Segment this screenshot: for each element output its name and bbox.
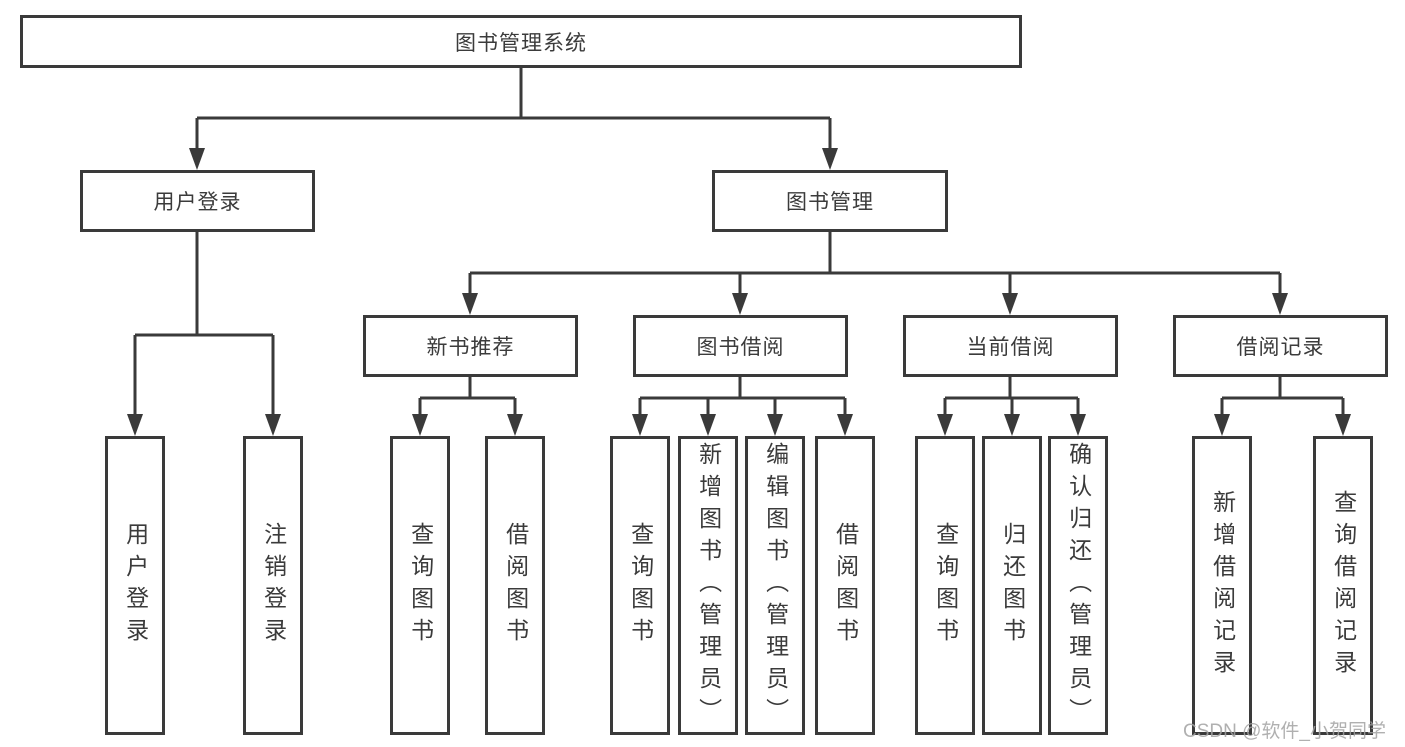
node-label: 新增图书（管理员） [695,441,722,730]
node-label: 新书推荐 [426,336,515,359]
node-label: 借阅图书 [832,521,859,650]
leaf-add-books-admin: 新增图书（管理员） [678,436,738,735]
leaf-borrow-books-recommend: 借阅图书 [485,436,545,735]
node-label: 归还图书 [999,521,1026,650]
node-label: 查询图书 [407,521,434,650]
node-label: 确认归还（管理员） [1065,441,1092,730]
node-current-borrowing: 当前借阅 [903,315,1118,377]
node-label: 编辑图书（管理员） [762,441,789,730]
leaf-query-borrow-record: 查询借阅记录 [1313,436,1373,735]
leaf-return-books: 归还图书 [982,436,1042,735]
leaf-borrow-books: 借阅图书 [815,436,875,735]
node-label: 图书管理系统 [455,31,587,55]
leaf-query-books-recommend: 查询图书 [390,436,450,735]
node-new-book-recommendation: 新书推荐 [363,315,578,377]
node-label: 借阅图书 [502,521,529,650]
node-label: 借阅记录 [1236,336,1325,359]
node-label: 用户登录 [153,191,242,214]
node-book-borrowing: 图书借阅 [633,315,848,377]
leaf-edit-books-admin: 编辑图书（管理员） [745,436,805,735]
leaf-confirm-return-admin: 确认归还（管理员） [1048,436,1108,735]
node-label: 当前借阅 [966,336,1055,359]
node-library-management-system: 图书管理系统 [20,15,1022,68]
node-label: 用户登录 [122,521,149,650]
node-label: 新增借阅记录 [1209,489,1236,682]
node-book-management: 图书管理 [712,170,948,232]
node-label: 图书管理 [786,191,874,214]
node-label: 注销登录 [260,521,287,650]
node-borrowing-records: 借阅记录 [1173,315,1388,377]
node-label: 查询图书 [627,521,654,650]
leaf-logout: 注销登录 [243,436,303,735]
leaf-query-books-borrowing: 查询图书 [610,436,670,735]
leaf-query-books-current: 查询图书 [915,436,975,735]
node-label: 图书借阅 [696,336,785,359]
node-user-login-branch: 用户登录 [80,170,315,232]
leaf-user-login: 用户登录 [105,436,165,735]
node-label: 查询借阅记录 [1330,489,1357,682]
leaf-add-borrow-record: 新增借阅记录 [1192,436,1252,735]
node-label: 查询图书 [932,521,959,650]
csdn-watermark: CSDN @软件_小贺同学 [1183,721,1386,742]
